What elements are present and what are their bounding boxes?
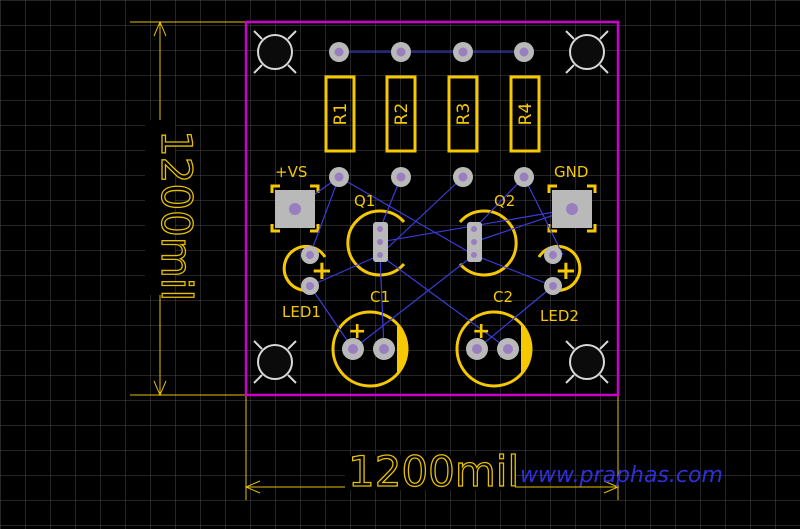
led-label-led2[interactable]: LED2 xyxy=(540,307,579,325)
pads xyxy=(275,42,592,360)
mounting-hole[interactable] xyxy=(565,340,609,384)
c1-polarity-mark: + xyxy=(348,319,366,344)
led1-polarity-mark: + xyxy=(311,256,333,286)
led-label-led1[interactable]: LED1 xyxy=(282,303,321,321)
ratsnest-lines xyxy=(293,51,573,350)
resistor-outline xyxy=(447,75,479,153)
mounting-hole[interactable] xyxy=(565,30,609,74)
led2-polarity-mark: + xyxy=(555,256,577,286)
capacitor-polarity-bands xyxy=(397,323,532,375)
board-outline[interactable] xyxy=(244,20,620,397)
resistor-label-r4[interactable]: R4 xyxy=(516,103,536,126)
dim-label-bg xyxy=(345,455,515,490)
connector-label-gnd[interactable]: GND xyxy=(554,163,588,181)
resistor-label-r1[interactable]: R1 xyxy=(331,103,351,126)
c2-polarity-mark: + xyxy=(472,319,490,344)
height-dimension-label: 1200mil xyxy=(152,130,201,301)
resistor-outline xyxy=(385,75,417,153)
capacitor-label-c1[interactable]: C1 xyxy=(370,288,390,306)
capacitor-label-c2[interactable]: C2 xyxy=(493,288,513,306)
connector-label-vs[interactable]: +VS xyxy=(275,163,307,181)
mounting-hole[interactable] xyxy=(253,30,297,74)
mounting-holes xyxy=(253,30,609,384)
resistor-outline xyxy=(324,75,356,153)
transistor-label-q1[interactable]: Q1 xyxy=(354,192,375,210)
transistor-outline xyxy=(458,209,518,277)
resistor-label-r3[interactable]: R3 xyxy=(454,103,474,126)
watermark-text: www.praphas.com xyxy=(520,463,723,488)
resistor-label-r2[interactable]: R2 xyxy=(392,103,412,126)
transistor-outline xyxy=(346,209,406,277)
mounting-hole[interactable] xyxy=(253,340,297,384)
resistor-outline xyxy=(509,75,541,153)
transistor-label-q2[interactable]: Q2 xyxy=(494,192,515,210)
dim-label-bg xyxy=(145,120,175,295)
width-dimension-label: 1200mil xyxy=(348,447,519,496)
